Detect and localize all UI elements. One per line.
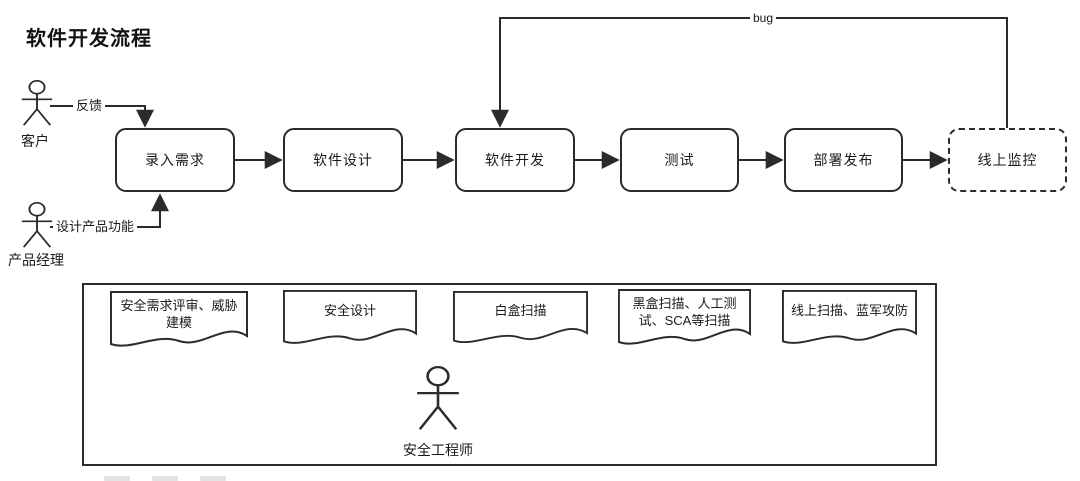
flow-step-label: 软件开发 (485, 152, 545, 168)
doc-security-design: 安全设计 (283, 290, 417, 350)
flow-step-label: 软件设计 (313, 152, 373, 168)
doc-whitebox-scan: 白盒扫描 (453, 291, 588, 349)
doc-blackbox-manual-sca-scan: 黑盒扫描、人工测试、SCA等扫描 (618, 289, 751, 351)
customer-actor-icon (18, 80, 56, 130)
doc-security-requirements-review: 安全需求评审、威胁建模 (110, 291, 248, 353)
doc-label: 安全需求评审、威胁建模 (120, 298, 238, 330)
flow-step-software-development: 软件开发 (455, 128, 575, 192)
flow-step-software-design: 软件设计 (283, 128, 403, 192)
doc-label: 安全设计 (323, 303, 376, 318)
actor-product-manager-label: 产品经理 (8, 252, 64, 268)
flow-step-deploy-release: 部署发布 (784, 128, 903, 192)
doc-online-scan-red-blue: 线上扫描、蓝军攻防 (782, 290, 917, 350)
page-title: 软件开发流程 (26, 28, 152, 50)
product-manager-actor-icon (18, 202, 56, 252)
doc-label: 黑盒扫描、人工测试、SCA等扫描 (632, 296, 737, 328)
actor-security-engineer-label: 安全工程师 (403, 442, 473, 458)
edge-bug-line (491, 17, 1008, 128)
edge-label-feedback: 反馈 (73, 98, 106, 113)
doc-label: 白盒扫描 (494, 303, 547, 318)
watermark-remnant (200, 476, 226, 481)
flow-step-label: 部署发布 (813, 152, 874, 168)
flow-step-label: 录入需求 (145, 152, 205, 168)
edge-label-bug: bug (750, 11, 777, 26)
doc-label: 线上扫描、蓝军攻防 (791, 303, 909, 318)
flow-step-testing: 测试 (620, 128, 739, 192)
watermark-remnant (152, 476, 178, 481)
flow-step-capture-requirements: 录入需求 (115, 128, 235, 192)
flow-step-label: 线上监控 (977, 152, 1038, 168)
security-engineer-actor-icon (412, 366, 464, 436)
edge-label-design-features: 设计产品功能 (53, 219, 138, 234)
flow-step-online-monitoring: 线上监控 (948, 128, 1067, 192)
watermark-remnant (104, 476, 130, 481)
actor-customer-label: 客户 (21, 133, 49, 149)
flow-step-label: 测试 (664, 152, 695, 168)
